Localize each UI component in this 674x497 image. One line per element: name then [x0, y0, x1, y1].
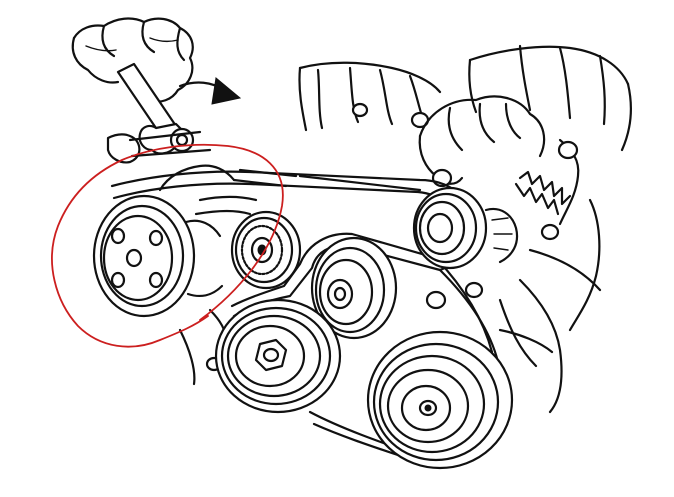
wrench-icon — [106, 62, 212, 164]
hand-holding-wrench — [71, 17, 194, 103]
highlight-circle — [51, 143, 284, 348]
curved-arrow-icon — [178, 77, 242, 105]
crankshaft-pulley — [214, 298, 342, 414]
tension-spring — [514, 170, 572, 216]
power-steering-pump-pulley — [92, 194, 224, 318]
ac-compressor-pulley — [366, 330, 514, 470]
alternator-pulley — [412, 186, 519, 270]
hand-on-alternator — [418, 95, 546, 188]
idler-pulley — [310, 236, 398, 340]
